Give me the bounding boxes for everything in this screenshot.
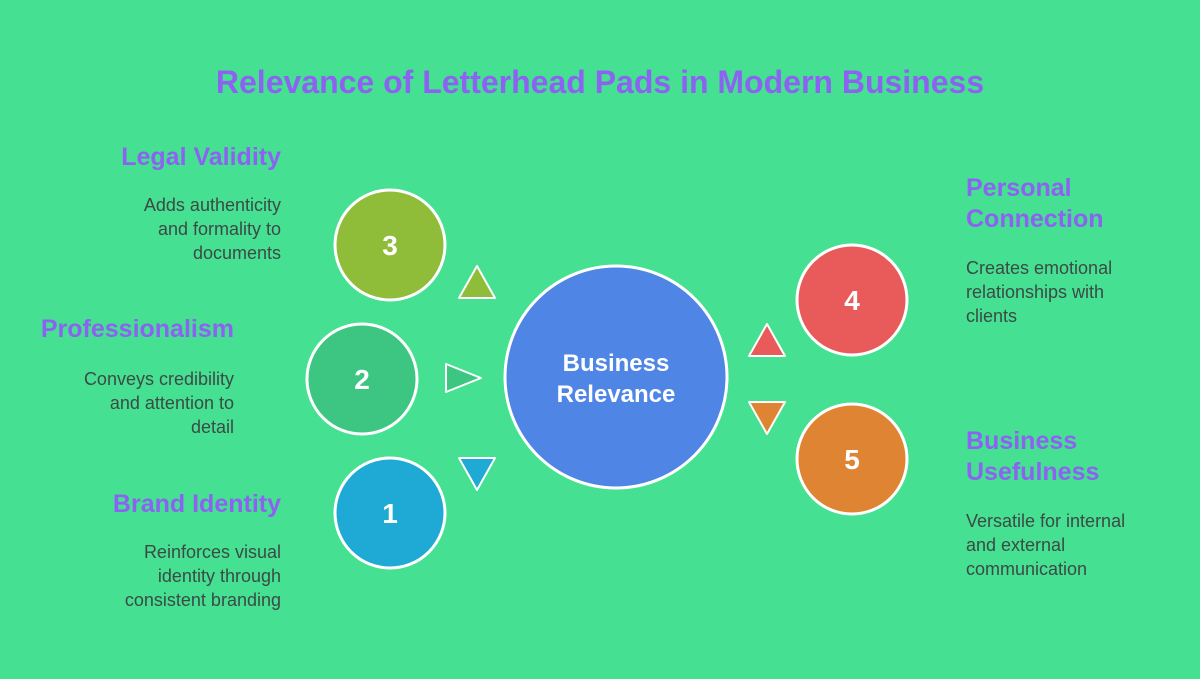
item-1-description-line: consistent branding (124, 590, 281, 610)
item-2-description-line: Conveys credibility (83, 369, 234, 389)
item-5-heading-line: Business (966, 427, 1078, 455)
item-3-description: Adds authenticity and formality to docum… (144, 193, 281, 265)
item-4-circle (795, 243, 909, 357)
triangle-right-icon (445, 363, 482, 393)
item-3-description-line: documents (192, 243, 281, 263)
item-3-number: 3 (382, 230, 398, 261)
item-4-heading: Personal Connection (966, 173, 1104, 235)
item-5-description-line: and external (966, 535, 1066, 555)
center-label-line2: Relevance (557, 381, 676, 408)
item-1-description: Reinforces visual identity through consi… (125, 540, 281, 612)
item-5-circle (795, 402, 909, 516)
item-3-heading: Legal Validity (121, 143, 281, 171)
triangle-up-icon (458, 265, 496, 299)
item-5-description: Versatile for internal and external comm… (966, 509, 1125, 581)
item-2-circle (305, 322, 419, 436)
item-4-heading-line: Connection (966, 205, 1104, 233)
item-1-number: 1 (382, 498, 398, 529)
item-2-heading: Professionalism (40, 315, 234, 343)
center-circle (503, 264, 729, 490)
item-5-heading-line: Usefulness (966, 458, 1100, 486)
item-4-description-line: relationships with (966, 282, 1105, 302)
item-5-description-line: communication (966, 559, 1088, 579)
item-3-description-line: Adds authenticity (143, 195, 281, 215)
item-2-number: 2 (354, 364, 370, 395)
item-1-description-line: Reinforces visual (143, 542, 281, 562)
item-4-description: Creates emotional relationships with cli… (966, 256, 1112, 328)
page-title: Relevance of Letterhead Pads in Modern B… (215, 64, 985, 100)
item-3-description-line: and formality to (157, 219, 281, 239)
item-3-circle (333, 188, 447, 302)
item-2-description: Conveys credibility and attention to det… (84, 367, 234, 439)
triangle-up-icon (748, 323, 786, 357)
triangle-down-icon (748, 401, 786, 435)
item-2-description-line: and attention to (109, 393, 234, 413)
item-5-description-line: Versatile for internal (966, 511, 1126, 531)
item-1-description-line: identity through (157, 566, 281, 586)
item-4-heading-line: Personal (966, 174, 1072, 202)
item-4-number: 4 (844, 285, 860, 316)
item-1-heading: Brand Identity (112, 490, 281, 518)
item-1-circle (333, 456, 447, 570)
item-4-description-line: Creates emotional (966, 258, 1113, 278)
item-4-description-line: clients (966, 306, 1018, 326)
item-2-description-line: detail (190, 417, 234, 437)
triangle-down-icon (458, 457, 496, 491)
item-5-number: 5 (844, 444, 860, 475)
item-5-heading: Business Usefulness (966, 426, 1099, 488)
center-label-line1: Business (563, 350, 670, 377)
